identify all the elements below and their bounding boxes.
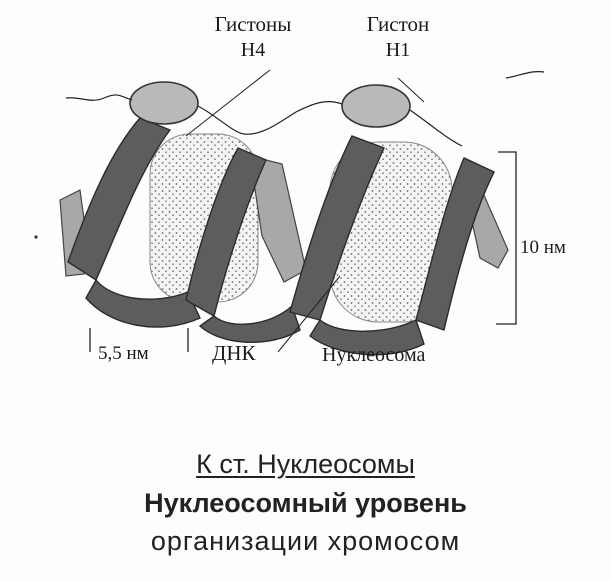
label-histone-h1: Гистон H1 [350, 12, 446, 61]
caption-title: Нуклеосомный уровень [144, 488, 467, 518]
label-histone-h1-word: Гистон [366, 12, 430, 36]
label-fiber-width: 10 нм [520, 237, 566, 258]
label-dna: ДНК [212, 341, 256, 365]
bracket-5-5nm [89, 328, 189, 352]
label-dna-width: 5,5 нм [98, 343, 149, 364]
stray-dot [34, 235, 38, 239]
caption-reference: К ст. Нуклеосомы [196, 449, 415, 479]
label-histones-h4-code: H4 [240, 39, 266, 61]
dna-front-coil [67, 117, 495, 356]
label-histones-h4-word: Гистоны [214, 12, 292, 36]
linker-dna-lines [65, 71, 545, 147]
histone-h1-left [129, 81, 199, 125]
label-histones-h4: Гистоны H4 [205, 12, 301, 61]
caption-subtitle: организации хромосом [150, 526, 461, 556]
label-leader-lines [185, 69, 425, 353]
histone-h1-right [341, 84, 411, 128]
bracket-10nm [496, 151, 517, 325]
label-histone-h1-code: H1 [385, 39, 411, 61]
label-nucleosome: Нуклеосома [322, 344, 426, 366]
